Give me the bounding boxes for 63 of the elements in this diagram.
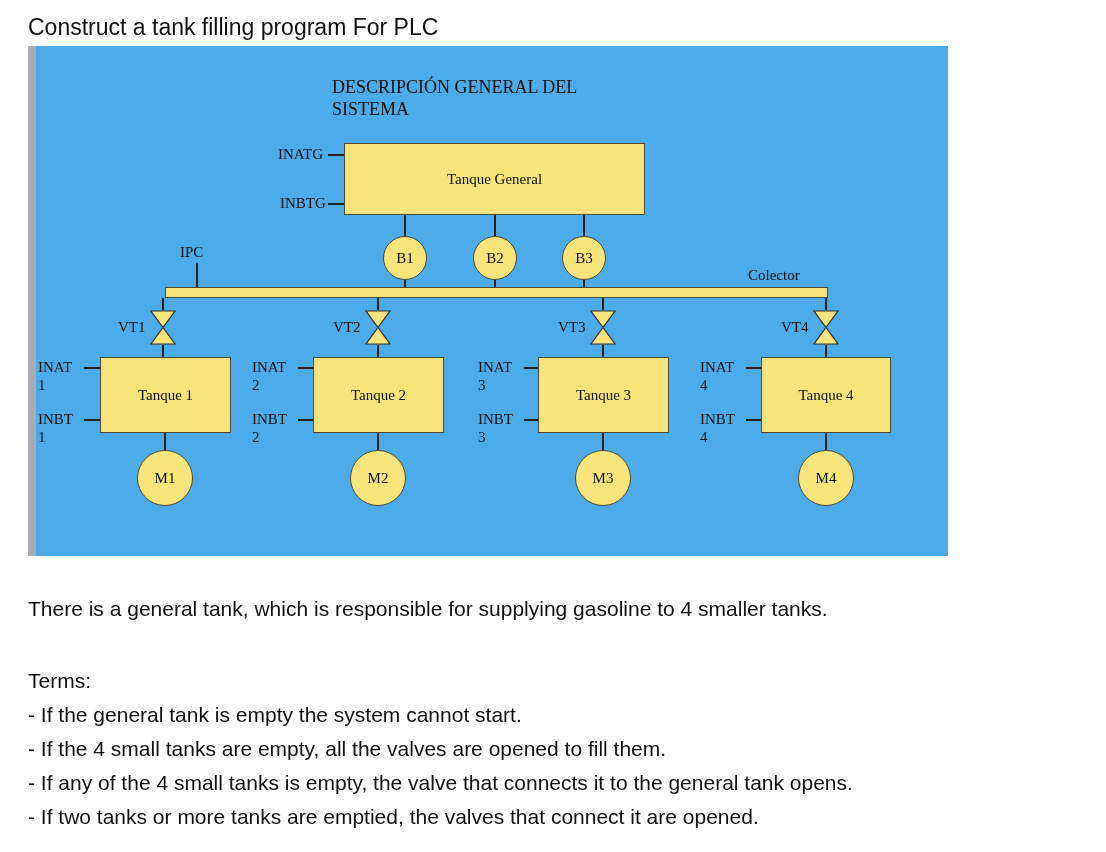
- connector-line: [327, 154, 345, 156]
- connector-line: [602, 432, 604, 451]
- term-item: - If the general tank is empty the system cannot start.: [28, 702, 523, 728]
- connector-line: [494, 214, 496, 237]
- connector-line: [196, 262, 198, 288]
- signal-label: INBT 3: [478, 410, 522, 446]
- term-item: - If two tanks or more tanks are emptied, the valves that connect it are opened.: [28, 804, 760, 830]
- connector-line: [583, 214, 585, 237]
- valve-label: VT4: [781, 318, 810, 336]
- tank-box: Tanque 3: [538, 357, 669, 433]
- signal-label: INBT 4: [700, 410, 744, 446]
- connector-line: [602, 344, 604, 358]
- diagram-heading: DESCRIPCIÓN GENERAL DEL SISTEMA: [332, 76, 578, 120]
- connector-line: [494, 279, 496, 288]
- connector-line: [83, 367, 101, 369]
- valve-symbol: [365, 310, 391, 345]
- connector-line: [745, 419, 762, 421]
- collector-pipe: [165, 287, 828, 298]
- valve-symbol: [590, 310, 616, 345]
- connector-line: [83, 419, 101, 421]
- connector-line: [523, 367, 539, 369]
- connector-line: [602, 297, 604, 311]
- signal-label: INAT 3: [478, 358, 522, 394]
- connector-line: [583, 279, 585, 288]
- connector-line: [404, 214, 406, 237]
- signal-label: INAT 2: [252, 358, 296, 394]
- page-title: Construct a tank filling program For PLC: [28, 14, 440, 42]
- connector-line: [825, 432, 827, 451]
- signal-label: INBTG: [280, 194, 326, 214]
- connector-line: [377, 344, 379, 358]
- valve-label: VT1: [118, 318, 147, 336]
- connector-line: [377, 297, 379, 311]
- tank-box: Tanque 2: [313, 357, 444, 433]
- signal-label: INBT 2: [252, 410, 296, 446]
- tank-box: Tanque 1: [100, 357, 231, 433]
- connector-line: [523, 419, 539, 421]
- connector-line: [297, 367, 314, 369]
- valve-symbol: [150, 310, 176, 345]
- connector-line: [162, 344, 164, 358]
- signal-label: INATG: [278, 145, 326, 165]
- connector-line: [162, 297, 164, 311]
- connector-line: [404, 279, 406, 288]
- signal-label: INAT 1: [38, 358, 82, 394]
- description-text: There is a general tank, which is responsible for supplying gasoline to 4 smaller tanks.: [28, 596, 829, 622]
- terms-heading: Terms:: [28, 668, 92, 694]
- connector-line: [825, 297, 827, 311]
- tank-box: Tanque General: [344, 143, 645, 215]
- valve-symbol: [813, 310, 839, 345]
- connector-line: [377, 432, 379, 451]
- connector-line: [745, 367, 762, 369]
- valve-label: VT3: [558, 318, 587, 336]
- connector-line: [297, 419, 314, 421]
- signal-label: INBT 1: [38, 410, 82, 446]
- connector-line: [164, 432, 166, 451]
- signal-label: INAT 4: [700, 358, 744, 394]
- connector-line: [327, 203, 345, 205]
- term-item: - If the 4 small tanks are empty, all the valves are opened to fill them.: [28, 736, 668, 762]
- pipe-label: Colector: [748, 266, 801, 284]
- signal-label: IPC: [180, 243, 214, 263]
- tank-box: Tanque 4: [761, 357, 891, 433]
- connector-line: [825, 344, 827, 358]
- term-item: - If any of the 4 small tanks is empty, the valve that connects it to the general tank opens.: [28, 770, 854, 796]
- valve-label: VT2: [333, 318, 362, 336]
